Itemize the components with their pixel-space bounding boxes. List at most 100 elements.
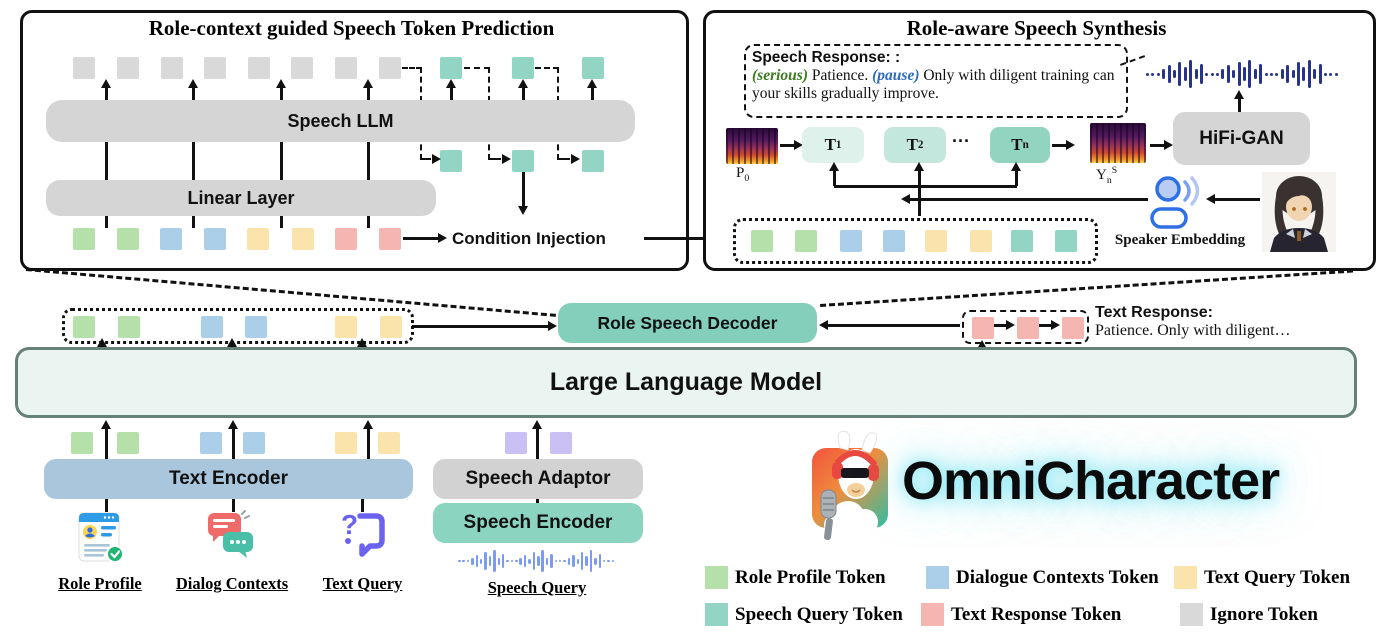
- arrow-left: [901, 194, 910, 204]
- token-blue: [840, 230, 862, 252]
- token-yellow: [970, 230, 992, 252]
- arrow-up: [188, 79, 198, 88]
- token-blue: [200, 432, 222, 454]
- arrow-up: [829, 162, 839, 171]
- speaker-embedding-label: Speaker Embedding: [1114, 232, 1246, 248]
- legend-label: Role Profile Token: [735, 567, 886, 588]
- token-pink: [379, 228, 401, 250]
- arrow-up: [227, 338, 237, 347]
- arrow-up: [276, 79, 286, 88]
- arrow-up: [97, 338, 107, 347]
- text-response-heading: Text Response:: [1095, 304, 1213, 321]
- legend-swatch-text-response: [921, 603, 944, 626]
- arrow-left: [819, 320, 828, 330]
- legend-label: Speech Query Token: [735, 604, 903, 625]
- arrow-up: [914, 162, 924, 171]
- token-yellow: [247, 228, 269, 250]
- token-green: [117, 228, 139, 250]
- arrow-up: [363, 420, 373, 429]
- zoom-callout-line-right: [820, 269, 1354, 307]
- yn-label: YnS: [1096, 165, 1118, 186]
- arrow-down: [518, 206, 528, 215]
- token-teal: [582, 57, 604, 79]
- right-panel-title: Role-aware Speech Synthesis: [906, 16, 1167, 40]
- text-encoder-label: Text Encoder: [169, 468, 288, 489]
- token-green: [71, 432, 93, 454]
- large-language-model-block: Large Language Model: [15, 347, 1357, 418]
- llama-logo-icon: [812, 430, 888, 541]
- synthesis-context-token-box: [733, 218, 1098, 264]
- speech-response-heading: Speech Response: :: [752, 49, 901, 66]
- token-teal: [440, 150, 462, 172]
- arrow-up: [228, 420, 238, 429]
- arrow-up: [977, 340, 987, 349]
- token-blue: [883, 230, 905, 252]
- speech-query-waveform-icon: [458, 548, 615, 574]
- token-teal: [582, 150, 604, 172]
- llm-label: Large Language Model: [549, 368, 823, 396]
- speech-llm-label: Speech LLM: [287, 110, 394, 131]
- linear-layer-label: Linear Layer: [187, 187, 295, 208]
- linear-layer-block: Linear Layer: [46, 180, 436, 216]
- arrow-right: [794, 140, 803, 150]
- hifi-gan-block: HiFi-GAN: [1173, 112, 1310, 165]
- token-yellow: [292, 228, 314, 250]
- token-green: [73, 316, 95, 338]
- token-green: [118, 316, 140, 338]
- token-purple: [550, 432, 572, 454]
- dialog-contexts-label: Dialog Contexts: [175, 574, 289, 593]
- legend-label: Text Response Token: [951, 604, 1122, 625]
- token-yellow: [380, 316, 402, 338]
- token-blue: [245, 316, 267, 338]
- dialog-contexts-icon: [208, 510, 253, 558]
- token-teal: [1011, 230, 1033, 252]
- speech-query-label: Speech Query: [487, 578, 587, 597]
- arrow-left: [1206, 194, 1215, 204]
- token-gray: [379, 57, 401, 79]
- token-teal: [1055, 230, 1077, 252]
- character-avatar: [1262, 172, 1336, 252]
- arrow-up: [518, 79, 528, 88]
- serious-tag: (serious): [752, 67, 808, 84]
- llm-context-token-box: [62, 308, 414, 344]
- token-pink: [1017, 317, 1039, 339]
- token-blue: [160, 228, 182, 250]
- arrow-up: [446, 79, 456, 88]
- token-pink: [972, 317, 994, 339]
- hifi-gan-label: HiFi-GAN: [1199, 127, 1284, 149]
- text-query-icon: ?: [341, 509, 385, 557]
- token-green: [751, 230, 773, 252]
- legend-swatch-text-query: [1174, 566, 1197, 589]
- legend-label: Dialogue Contexts Token: [956, 567, 1159, 588]
- token-teal: [512, 57, 534, 79]
- legend-swatch-ignore: [1180, 603, 1203, 626]
- p0-label: P0: [736, 165, 750, 184]
- arrow-right: [548, 321, 557, 331]
- legend-swatch-role-profile: [705, 566, 728, 589]
- token-gray: [117, 57, 139, 79]
- legend-swatch-dialogue-contexts: [926, 566, 949, 589]
- spectrogram-p0-icon: [726, 128, 778, 164]
- arrow-right: [438, 233, 447, 243]
- arrow-up: [101, 420, 111, 429]
- role-profile-label: Role Profile: [58, 574, 142, 593]
- waveform-icon: [1146, 58, 1338, 90]
- speech-encoder-block: Speech Encoder: [433, 503, 643, 543]
- speech-response-body: (serious) Patience. (pause) Only with di…: [752, 67, 1115, 102]
- svg-text:?: ?: [341, 509, 358, 540]
- arrow-up: [1011, 162, 1021, 171]
- pause-tag: (pause): [872, 67, 920, 84]
- token-green: [795, 230, 817, 252]
- arrow-right: [1066, 140, 1075, 150]
- token-green: [117, 432, 139, 454]
- token-blue: [204, 228, 226, 250]
- arrow-up: [357, 338, 367, 347]
- token-yellow: [335, 316, 357, 338]
- token-teal: [512, 150, 534, 172]
- role-speech-decoder-block: Role Speech Decoder: [558, 303, 817, 343]
- token-yellow: [378, 432, 400, 454]
- speech-encoder-label: Speech Encoder: [463, 512, 613, 533]
